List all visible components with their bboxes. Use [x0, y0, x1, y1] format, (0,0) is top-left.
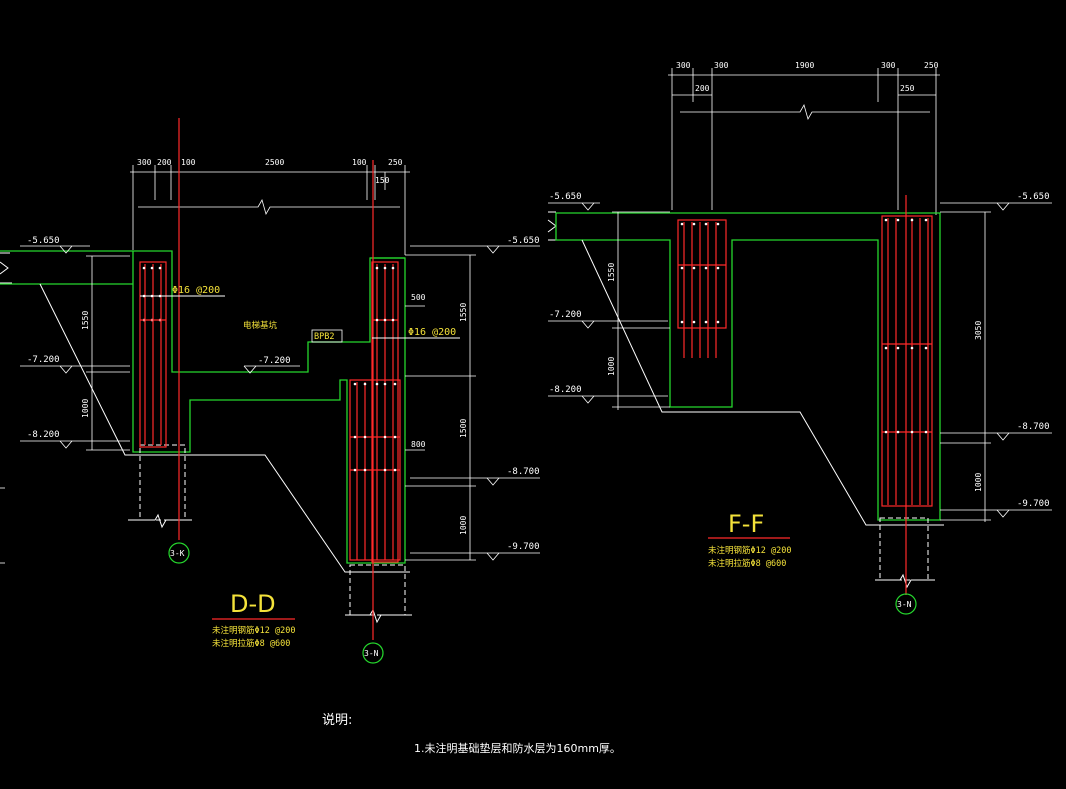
dd-left-dim-1550: 1550 [81, 311, 90, 330]
dd-level-pit: -7.200 [258, 356, 291, 366]
dd-level-top-right: -5.650 [507, 236, 540, 246]
dd-note-2: 未注明拉筋Φ8 @600 [212, 638, 290, 649]
ff-rebar-left [677, 219, 727, 358]
dd-dim-200: 200 [157, 158, 172, 167]
ff-level-r2: -9.700 [1017, 499, 1050, 509]
dd-side-dim-1550: 1550 [459, 303, 468, 322]
dd-dim-2500: 2500 [265, 158, 284, 167]
ff-right-dim-3050: 3050 [974, 321, 983, 340]
dd-top-dimension-chain: 300 200 100 2500 100 250 150 [130, 158, 410, 255]
ff-top-dimension-chain: 300 300 1900 300 250 200 250 [668, 61, 940, 215]
dd-axis-bubble-3k [168, 542, 190, 564]
ff-left-dim-1550: 1550 [607, 263, 616, 282]
ff-axis: 3-N [897, 600, 912, 609]
dd-title: D-D [230, 590, 276, 618]
ff-dim-1900: 1900 [795, 61, 814, 70]
dd-rebar-label-right: Φ16 @200 [408, 327, 456, 338]
dd-pile-right [349, 564, 406, 616]
section-ff: 300 300 1900 300 250 200 250 [547, 61, 1052, 615]
dd-note-1: 未注明钢筋Φ12 @200 [212, 625, 295, 636]
ff-title: F-F [728, 510, 764, 538]
dd-pile-left [139, 444, 186, 521]
dd-rebar-right [349, 261, 401, 563]
ff-level-l2: -8.200 [549, 385, 582, 395]
ff-level-l1: -7.200 [549, 310, 582, 320]
ff-note-1: 未注明钢筋Φ12 @200 [708, 545, 791, 556]
ff-axis-bubble [895, 593, 917, 615]
dd-left-dim-1000: 1000 [81, 399, 90, 418]
dd-level-r1: -8.700 [507, 467, 540, 477]
dd-side-dim-800: 800 [411, 440, 426, 449]
dd-rebar-label-left: Φ16 @200 [172, 285, 220, 296]
general-notes-heading: 说明: [322, 713, 352, 728]
ff-dim-300c: 300 [881, 61, 896, 70]
dd-pit-code: BPB2 [314, 332, 334, 342]
dd-side-dim-500: 500 [411, 293, 426, 302]
dd-axis-3n: 3-N [364, 649, 379, 658]
ff-level-top-left: -5.650 [549, 192, 582, 202]
dd-break-mark [0, 252, 12, 284]
ff-levels-right: -5.650 -8.700 -9.700 3050 1000 [940, 192, 1052, 522]
dd-level-l1: -7.200 [27, 355, 60, 365]
ff-concrete-outline [555, 212, 941, 521]
ff-note-2: 未注明拉筋Φ8 @600 [708, 558, 786, 569]
dd-level-top-left: -5.650 [27, 236, 60, 246]
ff-dim-250b: 250 [900, 84, 915, 93]
ff-break-mark [547, 211, 560, 241]
dd-dim-250: 250 [388, 158, 403, 167]
ff-rebar-right [881, 215, 933, 507]
ff-level-r1: -8.700 [1017, 422, 1050, 432]
dd-side-dim-1500: 1500 [459, 419, 468, 438]
section-dd: 300 200 100 2500 100 250 150 [0, 118, 540, 664]
ff-pile [879, 517, 929, 581]
dd-pit-name: 电梯基坑 [243, 320, 278, 331]
dd-level-l2: -8.200 [27, 430, 60, 440]
dd-dim-300: 300 [137, 158, 152, 167]
dd-dim-150: 150 [375, 176, 390, 185]
ff-levels-left: -5.650 -7.200 -8.200 1550 1000 [548, 192, 670, 410]
ff-dim-200: 200 [695, 84, 710, 93]
dd-rebar-left [139, 261, 167, 448]
dd-levels-left: -5.650 -7.200 -8.200 1550 1000 [20, 236, 130, 451]
dd-concrete-outline [132, 250, 406, 564]
dd-level-r2: -9.700 [507, 542, 540, 552]
ff-dim-300a: 300 [676, 61, 691, 70]
dd-pit-code-box [311, 329, 343, 343]
ff-left-dim-1000: 1000 [607, 357, 616, 376]
dd-dim-100: 100 [181, 158, 196, 167]
general-notes-item-1: 1.未注明基础垫层和防水层为160mm厚。 [414, 741, 621, 755]
ff-level-top-right: -5.650 [1017, 192, 1050, 202]
ff-right-dim-1000: 1000 [974, 473, 983, 492]
dd-dim-100b: 100 [352, 158, 367, 167]
dd-side-dim-1000: 1000 [459, 516, 468, 535]
ff-dim-300b: 300 [714, 61, 729, 70]
dd-axis-bubble-3n [362, 642, 384, 664]
dd-axis-3k: 3-K [170, 549, 185, 558]
ff-dim-250a: 250 [924, 61, 939, 70]
dd-levels-right: -5.650 -8.700 -9.700 500 1550 1500 800 1… [405, 236, 540, 561]
